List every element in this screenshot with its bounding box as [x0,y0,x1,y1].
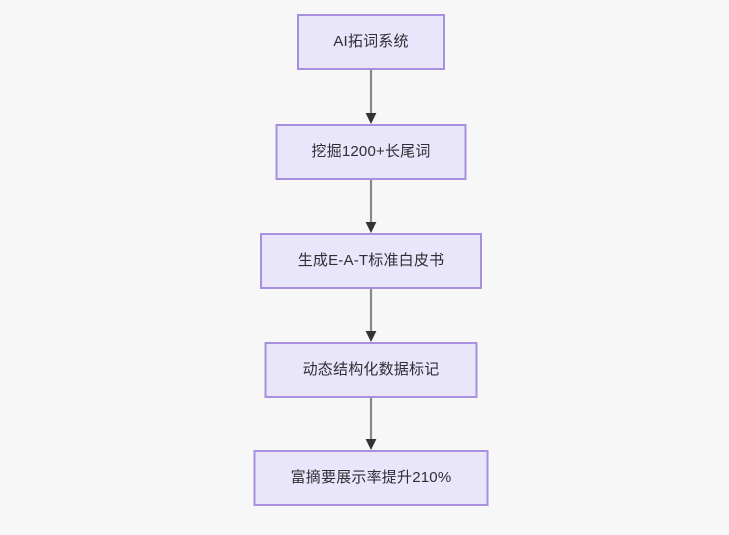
flow-node-label: 动态结构化数据标记 [302,361,440,378]
flow-node-label: 挖掘1200+长尾词 [311,143,431,160]
flow-edge-4-to-5 [361,398,381,450]
flow-node-rich-snippet-result[interactable]: 富摘要展示率提升210% [253,450,489,506]
flow-node-longtail-keywords[interactable]: 挖掘1200+长尾词 [275,124,467,180]
flow-edge-1-to-2 [361,70,381,124]
flow-node-ai-keyword-system[interactable]: AI拓词系统 [297,14,445,70]
flow-node-label: 生成E-A-T标准白皮书 [297,252,445,269]
flow-edge-2-to-3 [361,180,381,233]
flow-node-eat-whitepaper[interactable]: 生成E-A-T标准白皮书 [260,233,482,289]
flow-edge-3-to-4 [361,289,381,342]
flow-node-label: AI拓词系统 [333,33,409,50]
flow-node-structured-data-markup[interactable]: 动态结构化数据标记 [264,342,478,398]
flow-node-label: 富摘要展示率提升210% [290,469,452,486]
